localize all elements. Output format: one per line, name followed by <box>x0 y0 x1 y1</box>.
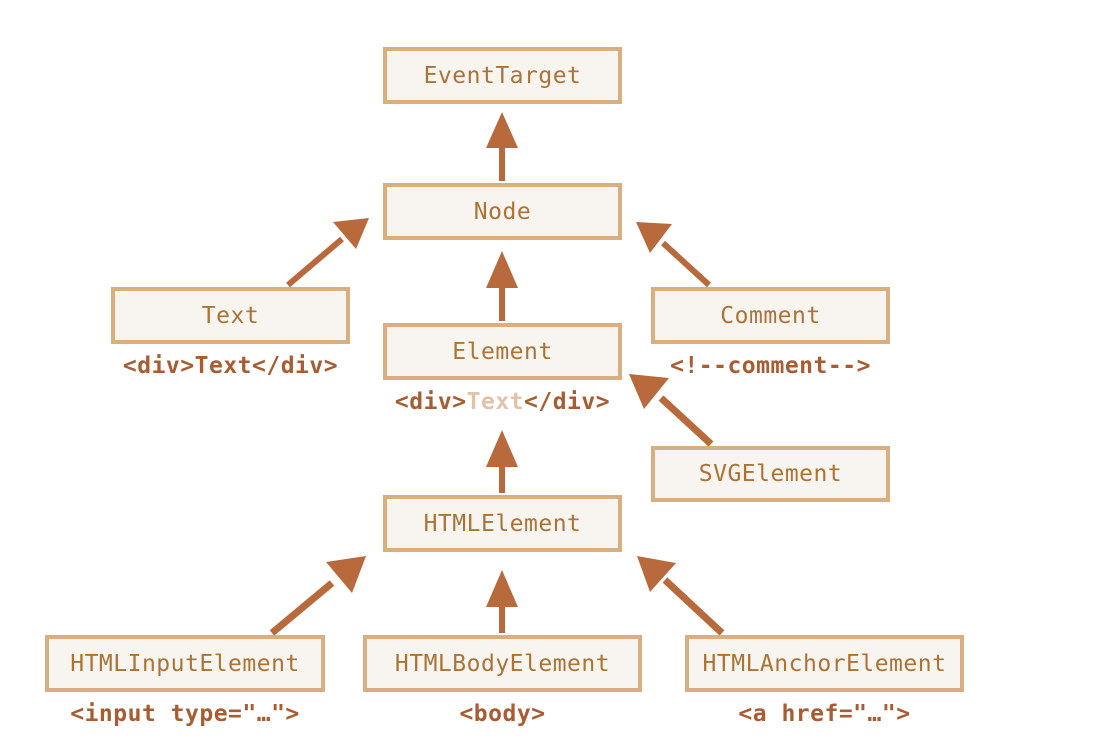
edge-node-to-eventtarget <box>486 112 518 181</box>
caption-element-inner: Text <box>466 389 525 415</box>
class-box-node[interactable]: Node <box>383 183 622 240</box>
caption-element-close: </div> <box>524 389 611 415</box>
class-label-htmlelement: HTMLElement <box>423 510 582 537</box>
caption-htmlbodyelement: <body> <box>459 701 546 727</box>
class-box-svgelement[interactable]: SVGElement <box>651 446 890 502</box>
edge-htmlinputelement-to-htmlelement <box>269 556 366 636</box>
class-box-text[interactable]: Text <box>111 287 350 344</box>
class-box-element[interactable]: Element <box>383 323 622 380</box>
class-box-eventtarget[interactable]: EventTarget <box>383 47 622 104</box>
class-label-htmlbodyelement: HTMLBodyElement <box>394 650 611 677</box>
class-box-htmlinputelement[interactable]: HTMLInputElement <box>45 635 325 692</box>
class-label-htmlanchorelement: HTMLAnchorElement <box>702 650 947 677</box>
class-label-node: Node <box>473 198 532 225</box>
caption-htmlinputelement: <input type="…"> <box>70 701 300 727</box>
edge-htmlanchorelement-to-htmlelement <box>637 556 725 636</box>
class-label-comment: Comment <box>720 302 821 329</box>
caption-element-open: <div> <box>394 389 467 415</box>
class-label-htmlinputelement: HTMLInputElement <box>70 650 300 677</box>
caption-text: <div>Text</div> <box>122 353 339 379</box>
edge-text-to-node <box>286 218 369 288</box>
caption-comment: <!--comment--> <box>670 353 871 379</box>
caption-htmlanchorelement: <a href="…"> <box>738 701 911 727</box>
class-box-htmlelement[interactable]: HTMLElement <box>383 495 622 552</box>
class-label-element: Element <box>452 338 553 365</box>
class-label-svgelement: SVGElement <box>698 461 843 487</box>
class-box-htmlanchorelement[interactable]: HTMLAnchorElement <box>685 635 964 692</box>
class-label-eventtarget: EventTarget <box>423 62 582 89</box>
edge-comment-to-node <box>636 222 712 288</box>
edge-element-to-node <box>486 251 518 321</box>
edge-htmlbodyelement-to-htmlelement <box>486 570 518 633</box>
class-label-text: Text <box>201 302 260 329</box>
edge-htmlelement-to-element <box>486 430 518 493</box>
edge-svgelement-to-element <box>629 374 714 447</box>
class-box-comment[interactable]: Comment <box>651 287 890 344</box>
class-box-htmlbodyelement[interactable]: HTMLBodyElement <box>363 635 642 692</box>
caption-element: <div>Text</div> <box>383 389 622 415</box>
